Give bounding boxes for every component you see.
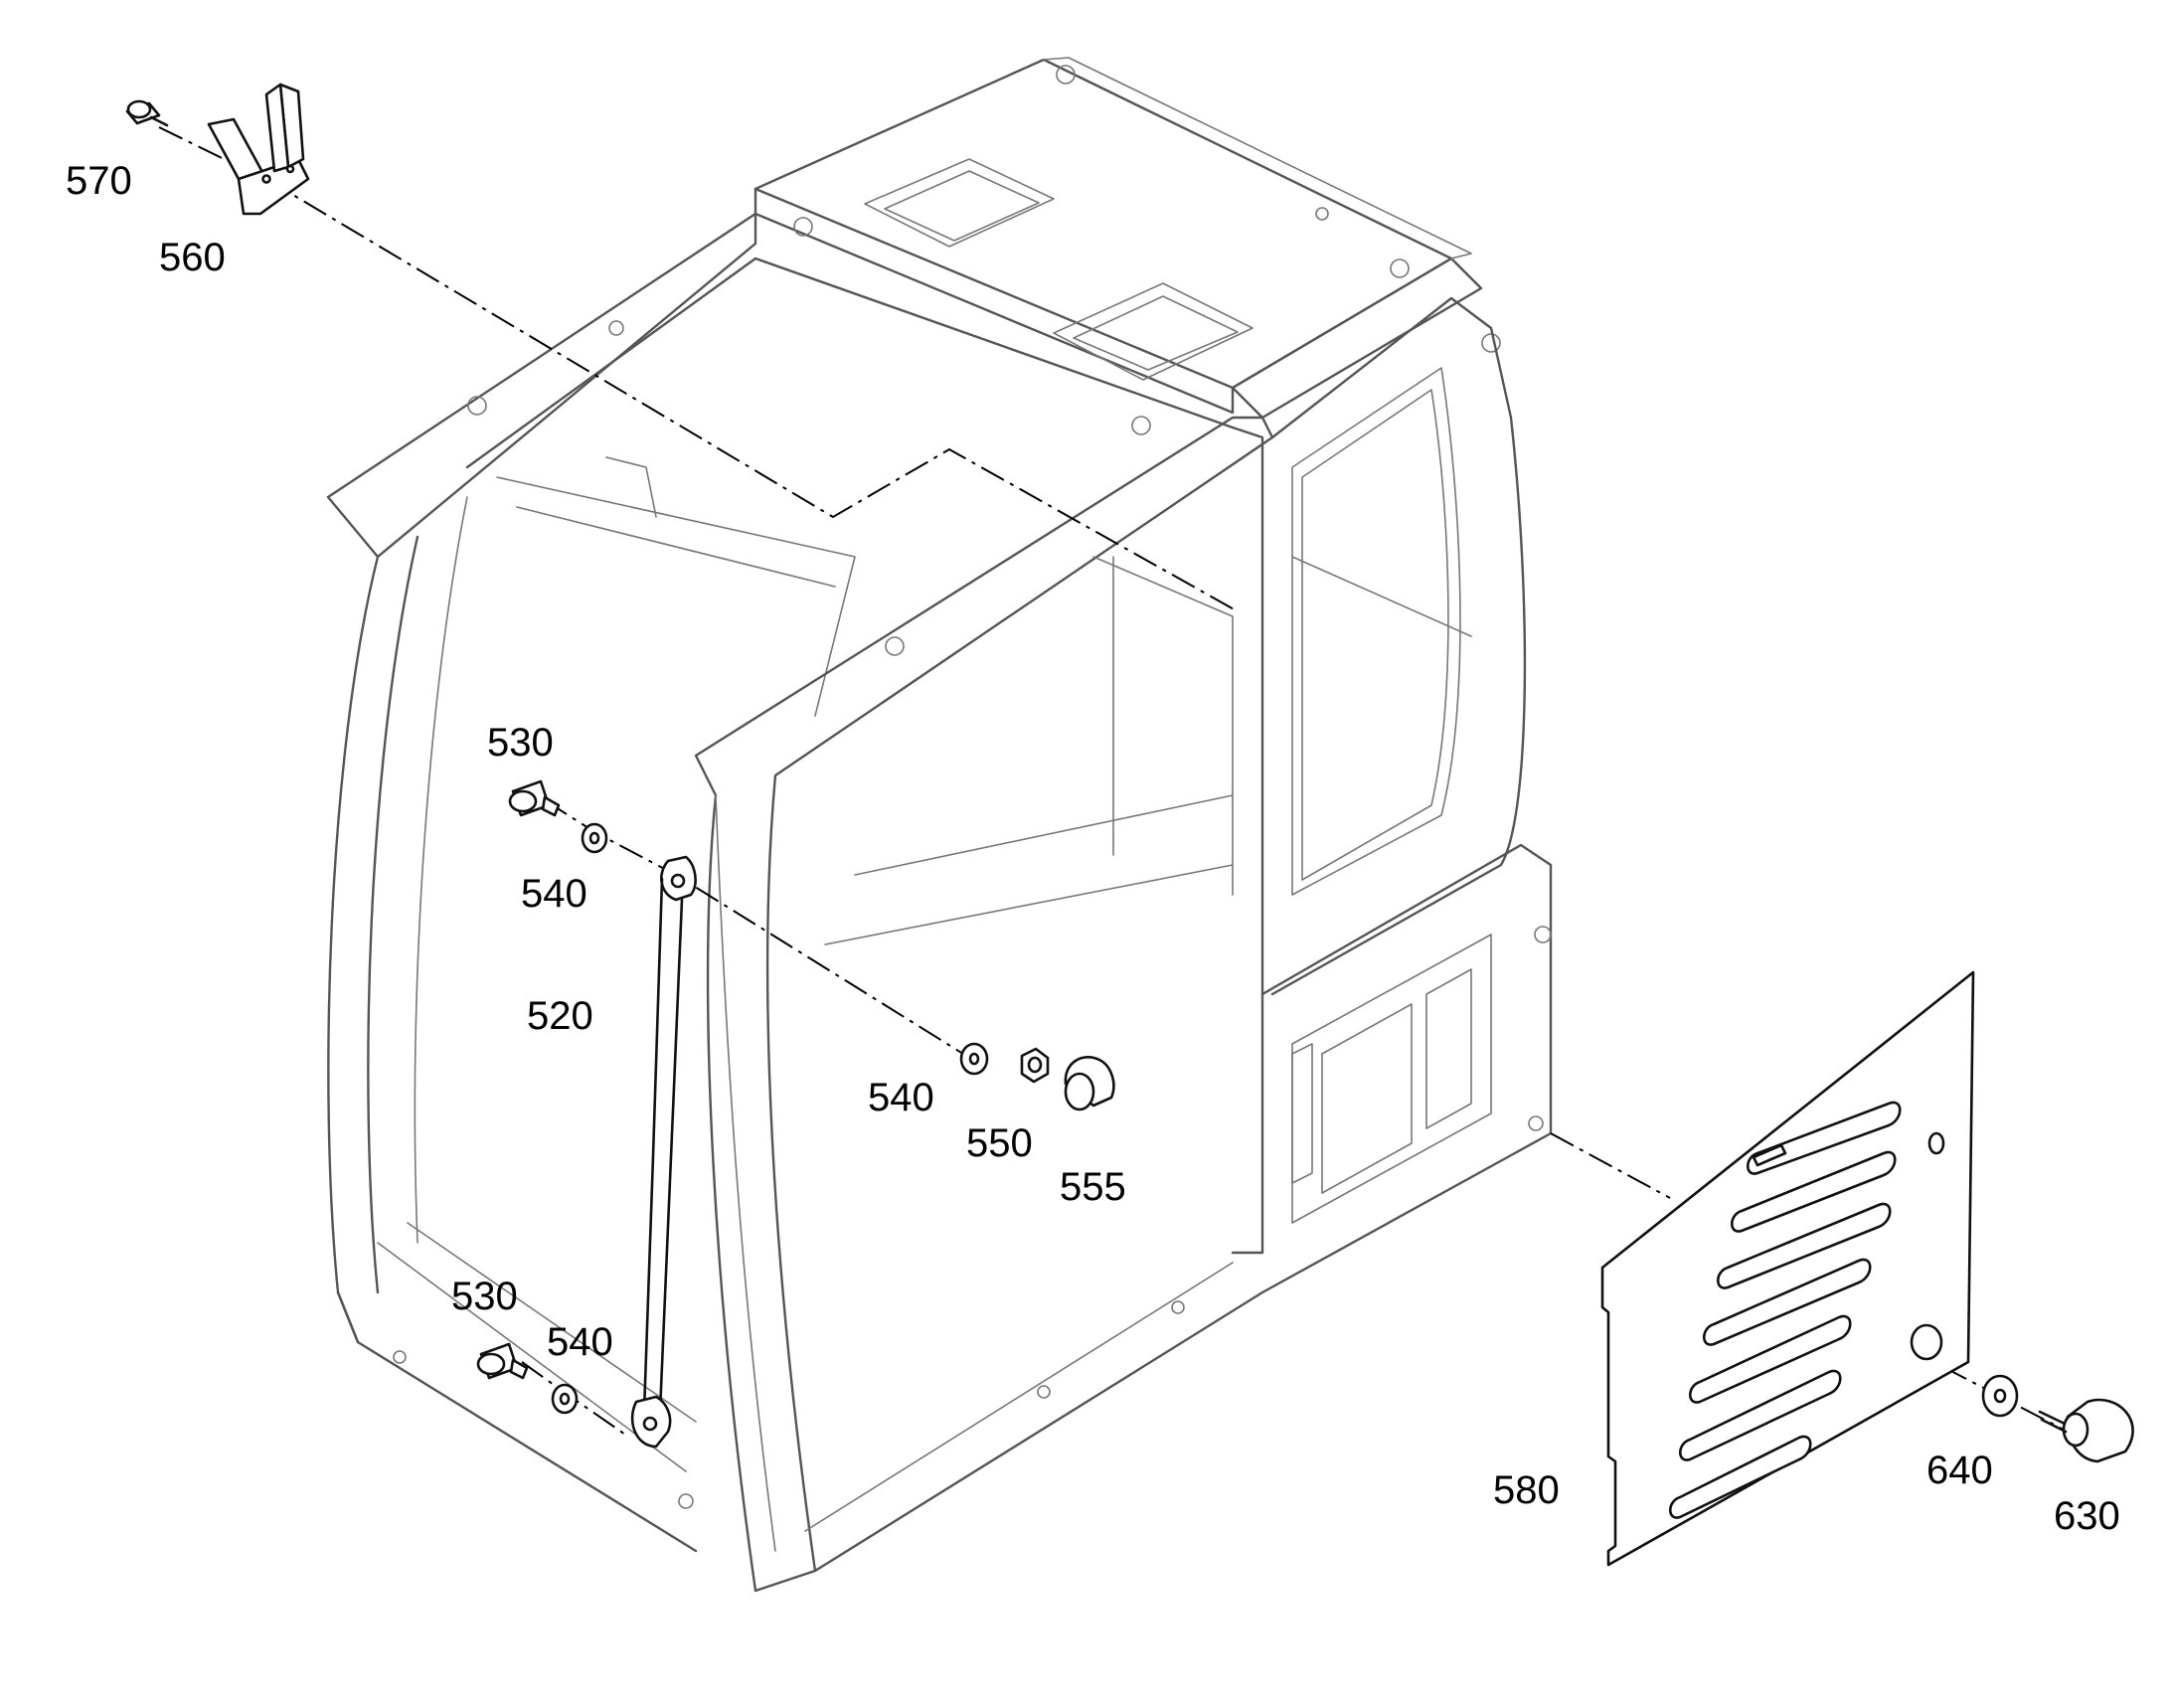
part-550-nut[interactable]	[1020, 1047, 1050, 1084]
label-550: 550	[966, 1121, 1033, 1165]
center-line-520-top	[544, 799, 980, 1065]
part-540-washer-middle[interactable]	[959, 1042, 989, 1076]
label-640: 640	[1926, 1449, 1993, 1492]
assembly-center-lines	[158, 126, 2069, 1438]
part-640-washer[interactable]	[1981, 1374, 2019, 1418]
center-line-630	[1942, 1366, 2069, 1433]
label-630: 630	[2054, 1494, 2120, 1538]
part-number-labels: 570 560 530 540 520 540 550 555 530 540 …	[66, 159, 2120, 1538]
part-555-cap[interactable]	[1064, 1055, 1115, 1111]
louvre-slot	[1678, 1369, 1842, 1461]
label-530-bottom: 530	[451, 1275, 518, 1318]
label-540-middle: 540	[868, 1076, 934, 1119]
part-520-handrail[interactable]	[630, 855, 697, 1449]
knob-hole	[1910, 1323, 1943, 1361]
louvre-slot	[1716, 1202, 1892, 1289]
label-540-lower: 540	[547, 1320, 613, 1364]
label-520: 520	[527, 994, 593, 1038]
part-530-bolt-top[interactable]	[508, 779, 561, 817]
center-line-580	[1550, 1132, 1671, 1199]
label-570: 570	[66, 159, 132, 203]
operator-cab-outline	[326, 57, 1553, 1593]
label-555: 555	[1060, 1165, 1126, 1209]
label-530-top: 530	[487, 721, 554, 765]
part-540-washer-upper[interactable]	[581, 822, 608, 854]
center-line-520-bottom	[521, 1361, 629, 1438]
louvre-slot	[1702, 1258, 1872, 1346]
louvre-slot	[1730, 1150, 1897, 1233]
louvre-slot	[1668, 1435, 1812, 1519]
label-580: 580	[1493, 1468, 1560, 1512]
part-630-knob[interactable]	[2038, 1398, 2134, 1463]
louvre-slot	[1688, 1314, 1852, 1404]
part-570-bolt[interactable]	[125, 99, 169, 127]
label-540-upper: 540	[521, 872, 587, 916]
part-530-bolt-bottom[interactable]	[476, 1342, 529, 1380]
louvre-slot	[1746, 1101, 1902, 1175]
part-560-bracket[interactable]	[207, 83, 310, 216]
latch-slot	[1752, 1143, 1787, 1167]
fixing-hole	[1927, 1131, 1945, 1155]
center-line-560	[158, 126, 1239, 612]
part-580-cover-plate[interactable]	[1600, 970, 1975, 1567]
label-560: 560	[159, 236, 226, 279]
part-540-washer-lower[interactable]	[551, 1383, 579, 1415]
